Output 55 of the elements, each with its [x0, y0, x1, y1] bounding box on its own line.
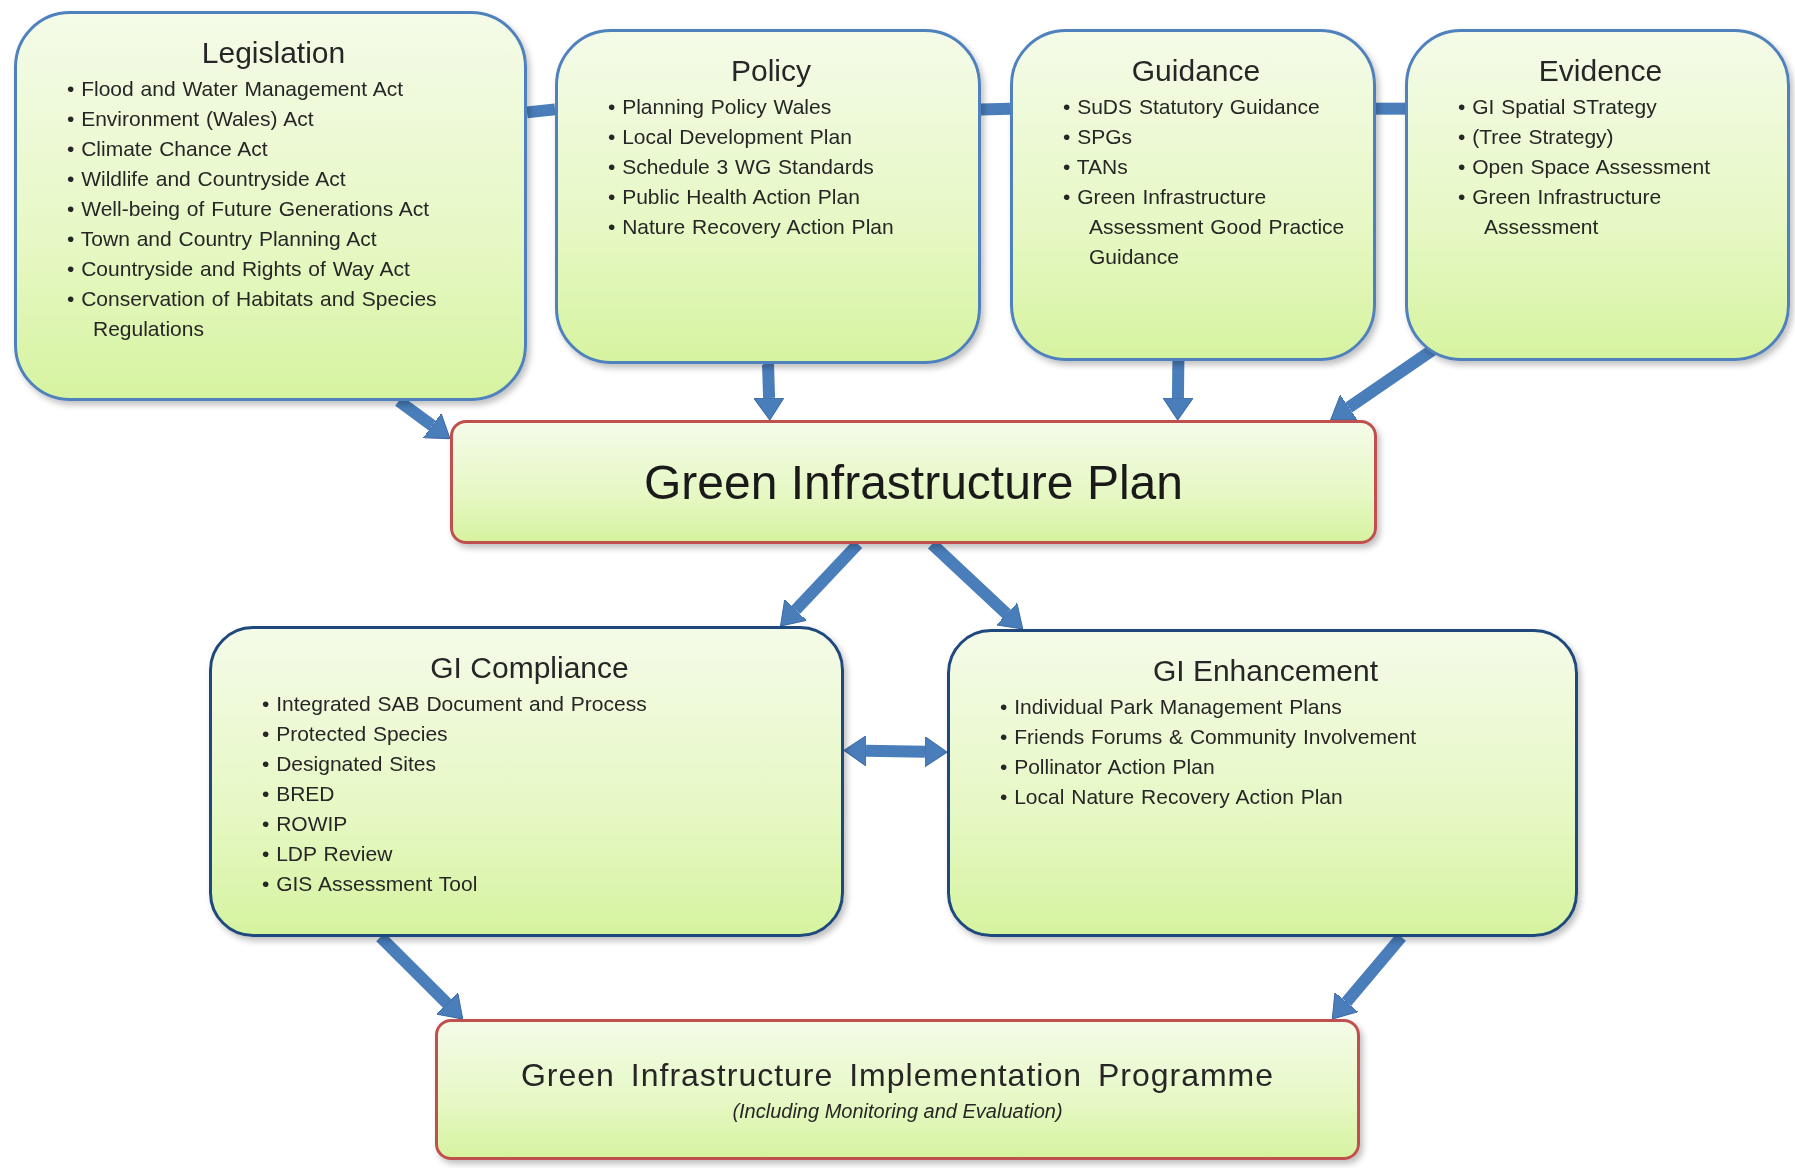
connector-bar	[980, 102, 1011, 116]
bullet-item: • (Tree Strategy)	[1458, 124, 1615, 150]
box-heading: Evidence	[1538, 54, 1663, 88]
rounded-box	[555, 29, 981, 364]
arrow	[843, 735, 948, 768]
bullet-item: • Green Infrastructure Assessment	[1458, 184, 1663, 240]
bullet-item: • SuDS Statutory Guidance	[1063, 94, 1321, 120]
arrow	[1162, 360, 1194, 421]
rounded-box	[1010, 29, 1376, 361]
box-heading: Guidance	[1131, 54, 1261, 88]
bullet-item: • Open Space Assessment	[1458, 154, 1711, 180]
bullet-item: • Climate Chance Act	[67, 136, 269, 162]
bullet-item: • SPGs	[1063, 124, 1134, 150]
bullet-item: • Designated Sites	[262, 751, 437, 777]
bullet-item: • Green Infrastructure Assessment Good Practice Guidance	[1063, 184, 1346, 270]
bullet-item: • Integrated SAB Document and Process	[262, 691, 648, 717]
bullet-item: • Well-being of Future Generations Act	[67, 196, 431, 222]
connector-bar	[526, 103, 556, 119]
connector-bar	[1376, 102, 1405, 115]
box-heading: Legislation	[201, 36, 346, 70]
box-title: Green Infrastructure Plan	[644, 454, 1183, 510]
bullet-item: • Local Nature Recovery Action Plan	[1000, 784, 1344, 810]
bullet-item: • Individual Park Management Plans	[1000, 694, 1343, 720]
bullet-item: • GI Spatial STrategy	[1458, 94, 1658, 120]
bullet-item: • Local Development Plan	[608, 124, 853, 150]
process-box	[435, 1019, 1360, 1160]
box-heading: GI Enhancement	[1152, 654, 1379, 688]
rounded-box	[1405, 29, 1790, 361]
bullet-item: • Countryside and Rights of Way Act	[67, 256, 411, 282]
rounded-box	[14, 11, 527, 401]
box-heading: Policy	[731, 54, 811, 88]
bullet-item: • Town and Country Planning Act	[67, 226, 378, 252]
rounded-box	[209, 626, 844, 937]
bullet-item: • ROWIP	[262, 811, 349, 837]
box-heading: GI Compliance	[430, 651, 629, 685]
bullet-item: • Schedule 3 WG Standards	[608, 154, 875, 180]
bullet-item: • Planning Policy Wales	[608, 94, 833, 120]
bullet-item: • Friends Forums & Community Involvement	[1000, 724, 1418, 750]
bullet-item: • Wildlife and Countryside Act	[67, 166, 347, 192]
rounded-box	[947, 629, 1578, 937]
bullet-item: • LDP Review	[262, 841, 394, 867]
bullet-item: • Protected Species	[262, 721, 449, 747]
bullet-item: • Flood and Water Management Act	[67, 76, 405, 102]
bullet-item: • GIS Assessment Tool	[262, 871, 479, 897]
box-title: Green Infrastructure Implementation Programme	[520, 1056, 1275, 1094]
process-box	[450, 420, 1377, 544]
bullet-item: • Nature Recovery Action Plan	[608, 214, 895, 240]
bullet-item: • Public Health Action Plan	[608, 184, 861, 210]
bullet-item: • Pollinator Action Plan	[1000, 754, 1216, 780]
bullet-item: • TANs	[1063, 154, 1129, 180]
bullet-item: • Environment (Wales) Act	[67, 106, 315, 132]
arrow	[753, 363, 785, 421]
bullet-item: • Conservation of Habitats and Species Regulations	[67, 286, 438, 342]
box-subtitle: (Including Monitoring and Evaluation)	[732, 1099, 1063, 1123]
bullet-item: • BRED	[262, 781, 336, 807]
